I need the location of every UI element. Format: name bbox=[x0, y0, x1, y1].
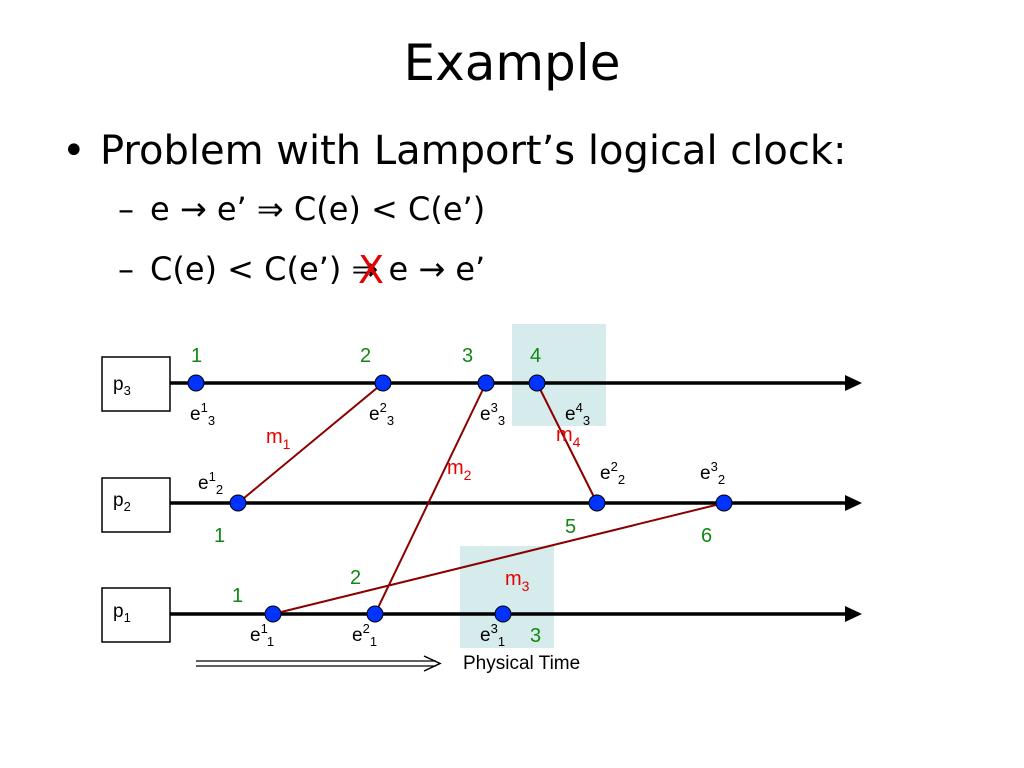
message-arrow-m4 bbox=[536, 382, 598, 504]
event-dot-e12 bbox=[229, 494, 247, 512]
sub-bullet-2-left: C(e) < C(e’) ⇒ bbox=[150, 250, 379, 288]
event-label-e22: e22 bbox=[600, 459, 625, 487]
negation-x-mark: X bbox=[358, 248, 385, 292]
timestamp-e33: 3 bbox=[462, 345, 473, 367]
highlight-box-e31 bbox=[460, 546, 554, 648]
slide-title: Example bbox=[403, 34, 621, 92]
message-label-m2: m2 bbox=[447, 457, 472, 483]
event-label-e13: e13 bbox=[190, 400, 215, 428]
timestamp-e11: 1 bbox=[232, 585, 243, 607]
process-label-sub: 2 bbox=[124, 499, 131, 514]
message-label-m1: m1 bbox=[266, 426, 291, 452]
event-label-e32: e32 bbox=[700, 459, 725, 487]
process-box-p1: p1 bbox=[101, 587, 171, 643]
process-box-p2: p2 bbox=[101, 477, 171, 533]
physical-time-arrow bbox=[196, 655, 442, 672]
timestamp-e13: 1 bbox=[191, 345, 202, 367]
event-label-e33: e33 bbox=[480, 400, 505, 428]
timestamp-e43: 4 bbox=[530, 345, 541, 367]
highlight-box-e43 bbox=[512, 324, 606, 426]
svg-text:p2: p2 bbox=[113, 490, 131, 514]
event-dot-e33 bbox=[477, 374, 495, 392]
sub-bullet-2: –C(e) < C(e’) ⇒ e → e’ bbox=[118, 250, 485, 288]
process-label-sub: 3 bbox=[124, 383, 131, 398]
process-line-p2 bbox=[170, 495, 862, 511]
event-dot-e22 bbox=[588, 494, 606, 512]
sub-bullet-1-text: e → e’ ⇒ C(e) < C(e’) bbox=[150, 190, 486, 228]
message-label-m3: m3 bbox=[505, 568, 530, 594]
timestamp-e22: 5 bbox=[565, 516, 576, 538]
physical-time-label: Physical Time bbox=[463, 653, 580, 674]
message-arrow-m2 bbox=[374, 382, 487, 615]
event-label-e31: e31 bbox=[480, 621, 505, 649]
sub-bullet-2-right: e → e’ bbox=[388, 250, 486, 288]
event-label-e11: e11 bbox=[250, 621, 274, 649]
bullet-text: Problem with Lamport’s logical clock: bbox=[100, 128, 847, 174]
message-label-m4: m4 bbox=[556, 424, 581, 450]
event-dot-e32 bbox=[715, 494, 733, 512]
process-label: p bbox=[113, 374, 124, 395]
event-dot-e43 bbox=[528, 374, 546, 392]
sub-dash: – bbox=[118, 190, 134, 228]
message-arrow-m3 bbox=[272, 501, 725, 615]
timestamp-e21: 2 bbox=[350, 567, 361, 589]
sub-dash: – bbox=[118, 250, 134, 288]
bullet-dot: • bbox=[62, 128, 86, 174]
process-box-p3: p3 bbox=[101, 356, 171, 412]
event-dot-e13 bbox=[187, 374, 205, 392]
event-dot-e23 bbox=[374, 374, 392, 392]
event-label-e12: e12 bbox=[198, 469, 223, 497]
timestamp-e31: 3 bbox=[530, 625, 541, 647]
svg-text:p3: p3 bbox=[113, 374, 131, 398]
event-dot-e11 bbox=[264, 605, 282, 623]
event-label-e23: e23 bbox=[369, 400, 394, 428]
message-arrow-m1 bbox=[237, 382, 384, 504]
bullet-problem: • Problem with Lamport’s logical clock: bbox=[62, 128, 846, 174]
event-dot-e31 bbox=[494, 605, 512, 623]
event-dot-e21 bbox=[366, 605, 384, 623]
svg-text:p1: p1 bbox=[113, 601, 131, 625]
sub-bullet-1: –e → e’ ⇒ C(e) < C(e’) bbox=[118, 190, 485, 228]
timestamp-e23: 2 bbox=[360, 345, 371, 367]
timestamp-e32: 6 bbox=[701, 525, 712, 547]
process-line-p3 bbox=[170, 375, 862, 391]
event-label-e43: e43 bbox=[565, 400, 590, 428]
process-label: p bbox=[113, 601, 124, 622]
timestamp-e12: 1 bbox=[214, 525, 225, 547]
event-label-e21: e21 bbox=[352, 621, 377, 649]
process-label-sub: 1 bbox=[124, 610, 131, 625]
process-label: p bbox=[113, 490, 124, 511]
